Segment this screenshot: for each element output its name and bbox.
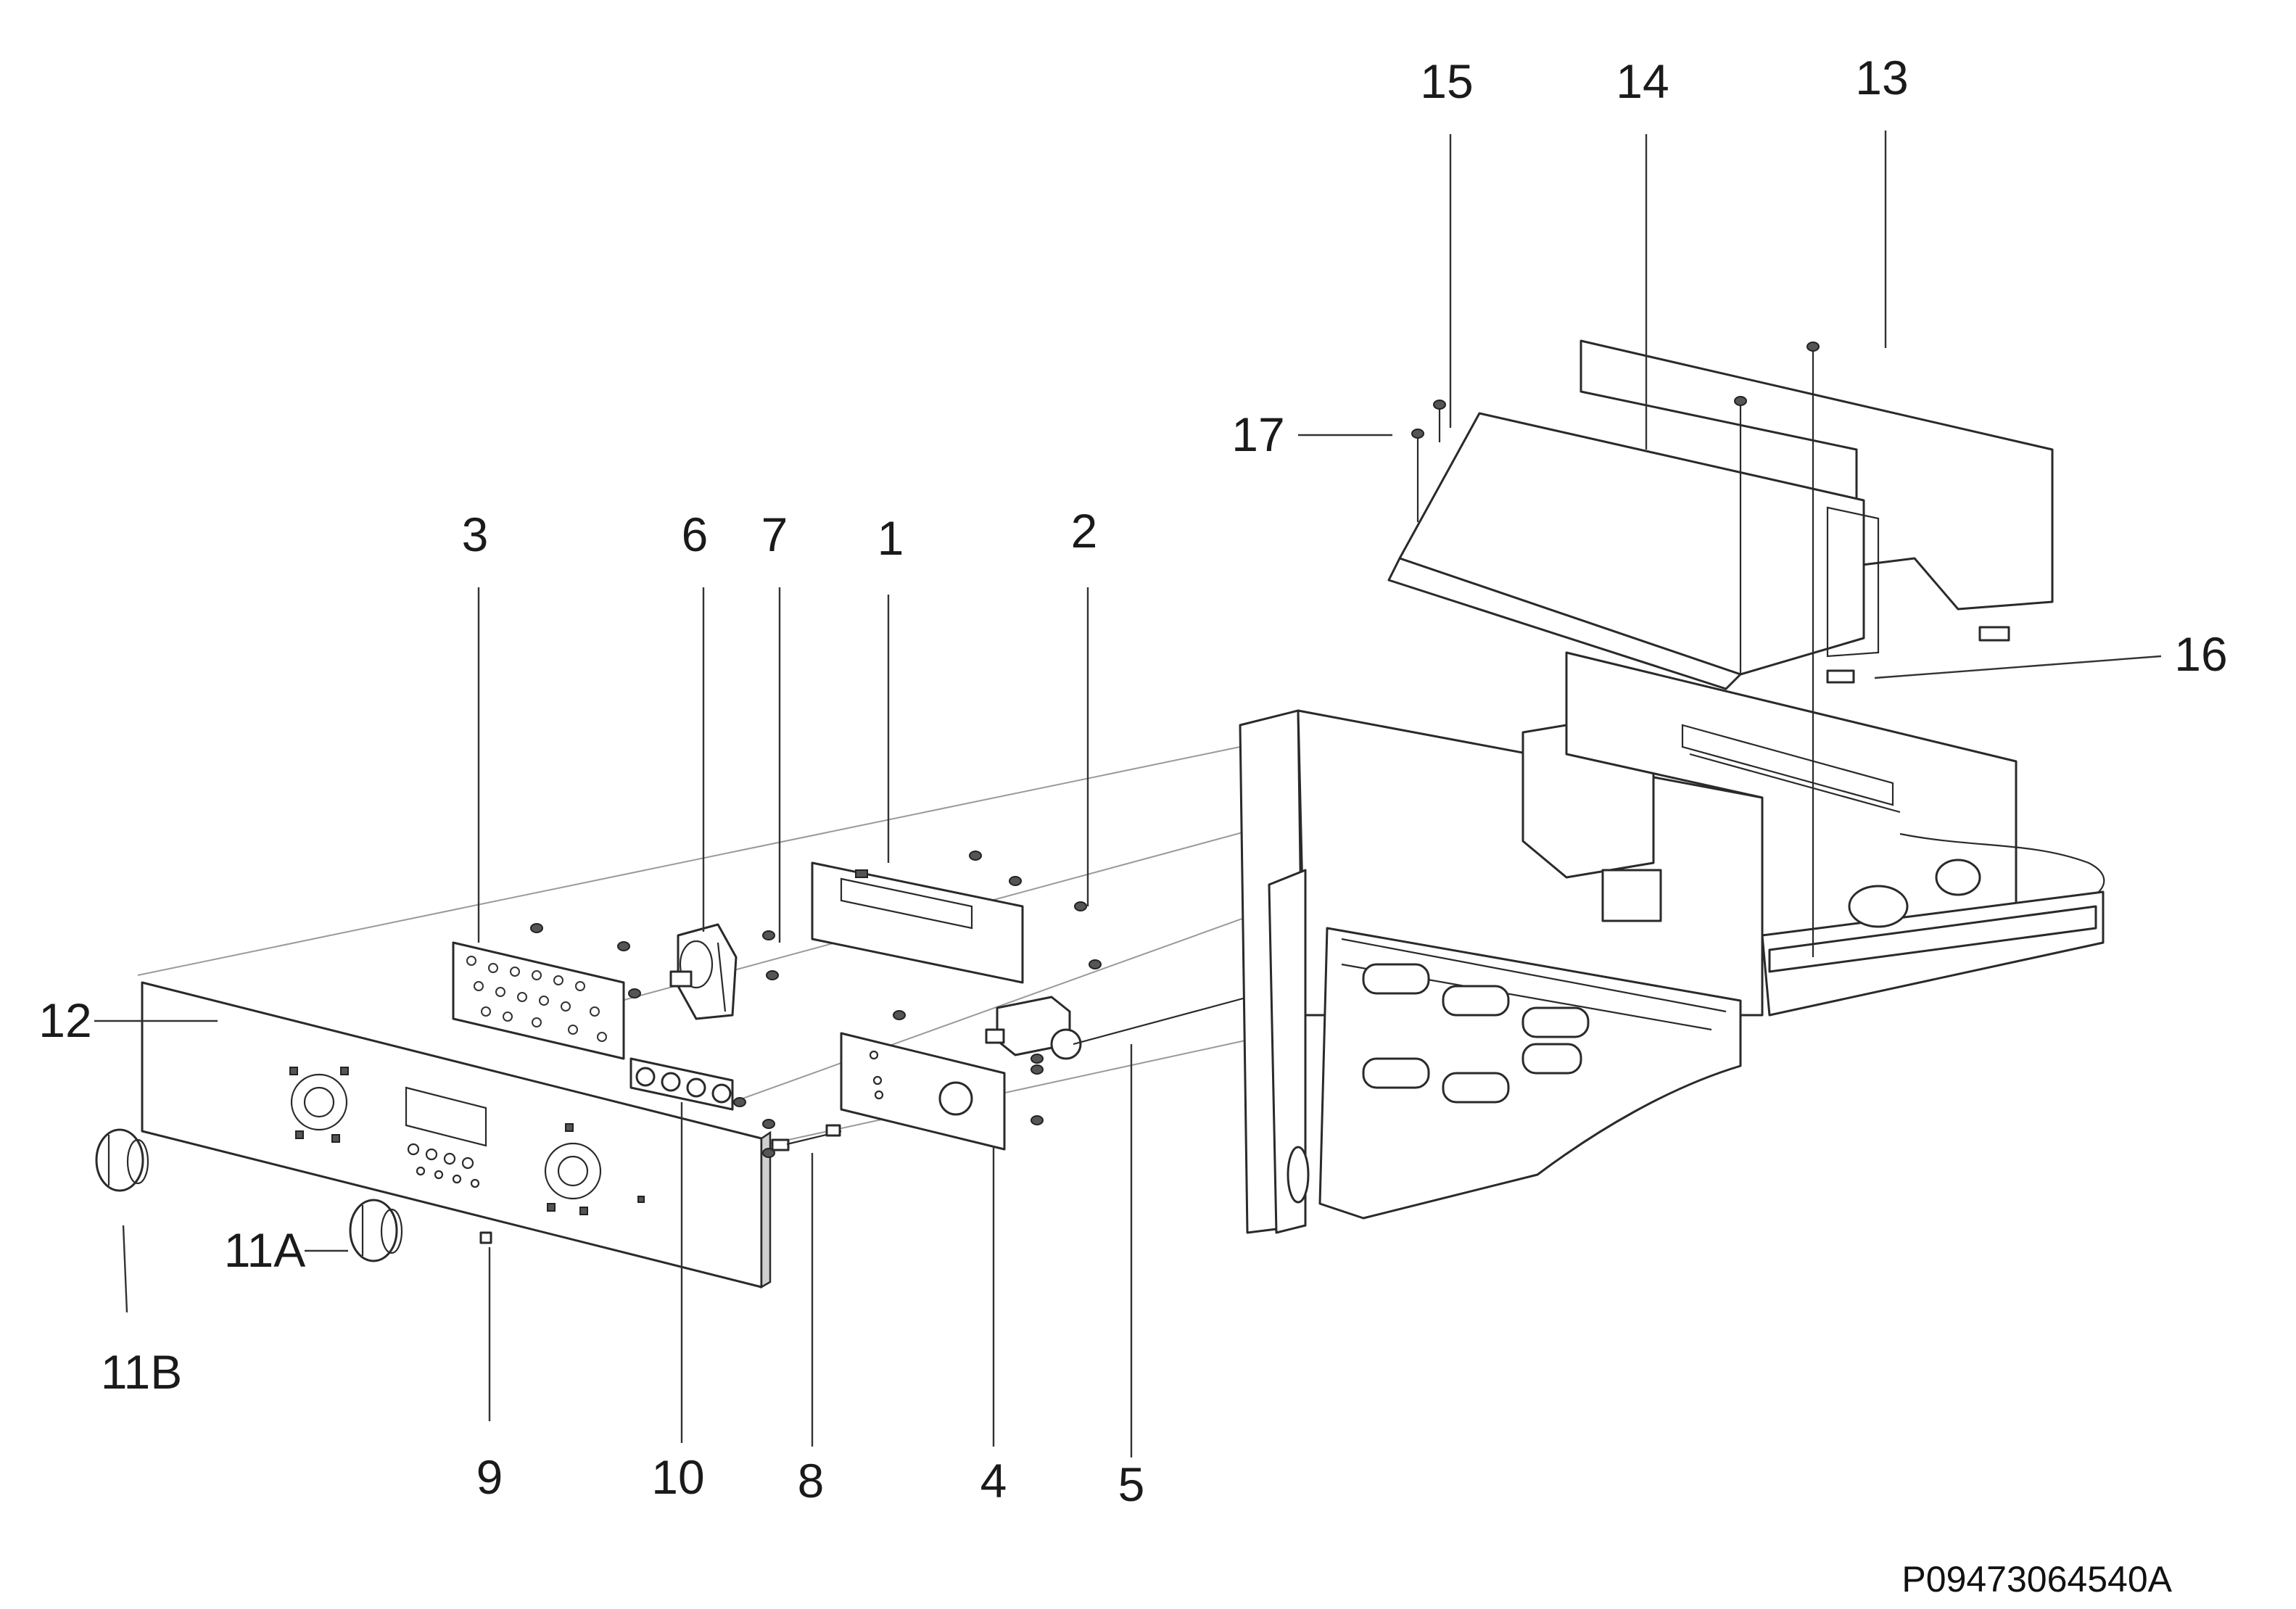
panel-buttons [407,1143,480,1188]
duct-shroud-14 [1387,412,1880,690]
callout-14: 14 [1616,54,1669,108]
control-board-4 [840,1032,1006,1151]
callout-12: 12 [38,993,91,1047]
callout-5: 5 [1118,1457,1145,1511]
drawing-part-number: P09473064540A [1901,1559,2172,1600]
relay-component [985,992,1263,1060]
oven-cavity-body [1239,651,2105,1234]
display-cover-1 [811,861,1024,984]
callout-4: 4 [980,1454,1007,1507]
callout-6: 6 [682,508,709,561]
top-cover-13 [1579,339,2054,642]
knob-11b [95,1128,149,1192]
callout-11a: 11A [224,1223,306,1277]
leader-lines [94,131,2162,1457]
callout-10: 10 [651,1450,704,1504]
callout-15: 15 [1420,54,1473,108]
sensor-8 [771,1124,842,1151]
callout-16: 16 [2174,627,2227,681]
callout-7: 7 [761,508,788,561]
switch-block-6 [669,923,738,1020]
callout-8: 8 [798,1454,825,1507]
callout-labels: 15 14 13 17 16 3 6 7 1 2 12 11A 11B 9 10… [38,51,2227,1511]
callout-9: 9 [476,1450,503,1504]
oven-rack-slots [1362,963,1590,1104]
pcb-board-3 [452,941,625,1060]
callout-2: 2 [1071,504,1098,558]
key-block-10 [629,1057,734,1111]
callout-13: 13 [1855,51,1908,104]
screws-group-a [530,851,1102,1158]
knob-11a [349,1199,403,1262]
callout-11b: 11B [101,1345,183,1399]
pin-9 [479,1231,492,1244]
callout-1: 1 [877,511,904,565]
top-screws [1411,342,1820,957]
callout-3: 3 [462,508,489,561]
control-panel-fascia [141,981,772,1289]
callout-17: 17 [1231,408,1284,461]
